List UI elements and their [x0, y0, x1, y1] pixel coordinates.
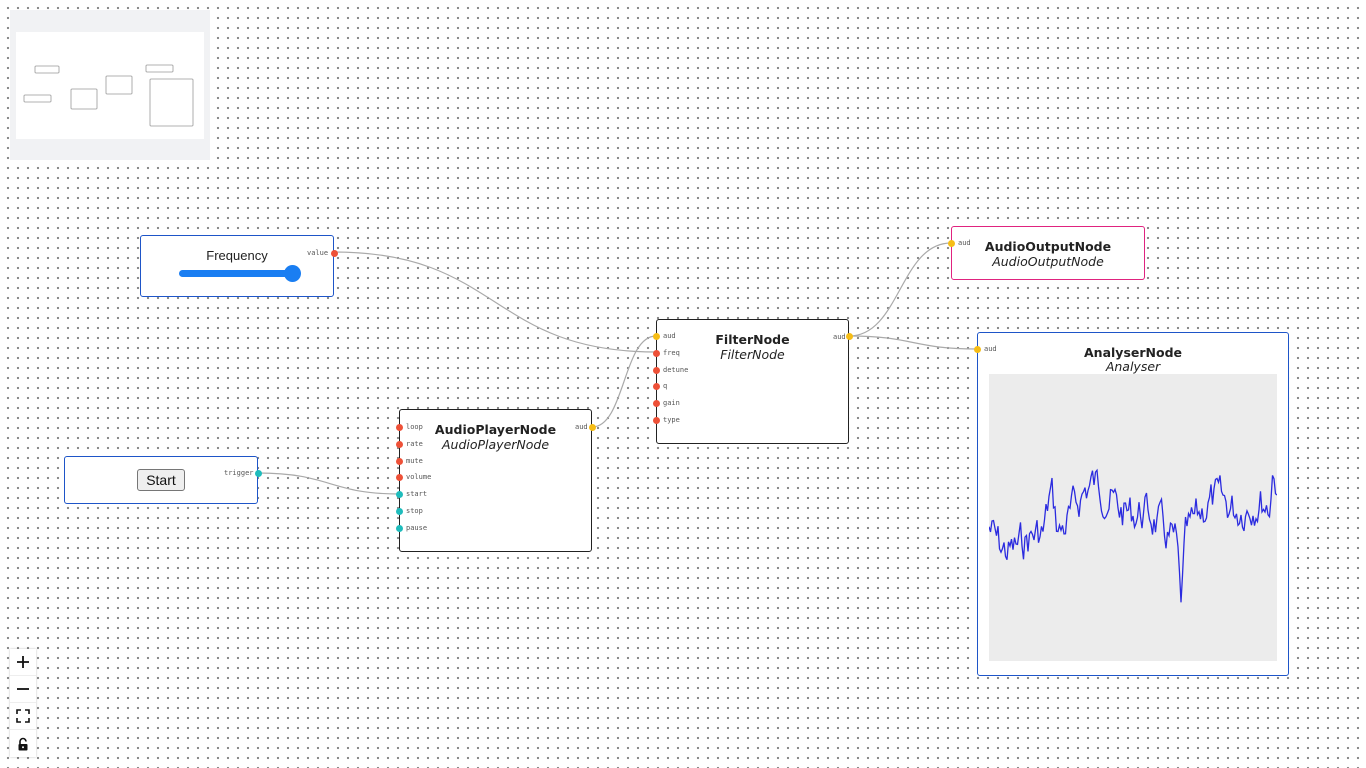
filter-node[interactable]: FilterNode FilterNode aud freq detune q … [653, 319, 853, 444]
player-aud-output-handle[interactable] [589, 424, 596, 431]
start-node[interactable]: Start trigger [64, 456, 262, 504]
audio-output-subtitle: AudioOutputNode [992, 254, 1104, 269]
filter-title: FilterNode [715, 332, 790, 347]
player-rate-label: rate [406, 440, 423, 448]
filter-q-label: q [663, 382, 668, 390]
player-loop-label: loop [406, 423, 423, 431]
player-loop-handle[interactable] [396, 424, 403, 431]
player-volume-handle[interactable] [396, 474, 403, 481]
audio-player-node[interactable]: AudioPlayerNode AudioPlayerNode loop rat… [396, 409, 596, 552]
audio-output-title: AudioOutputNode [984, 239, 1112, 254]
filter-subtitle: FilterNode [720, 347, 785, 362]
player-mute-label: mute [406, 457, 423, 465]
edge-filter-to-output[interactable] [848, 242, 952, 337]
zoom-in-icon [17, 656, 29, 668]
filter-aud-label: aud [663, 332, 676, 340]
view-controls [10, 649, 36, 757]
analyser-input-label: aud [984, 345, 997, 353]
edge-player-to-filter-aud[interactable] [591, 335, 657, 428]
filter-type-handle[interactable] [653, 417, 660, 424]
frequency-output-handle[interactable] [331, 250, 338, 257]
filter-aud-input-handle[interactable] [653, 333, 660, 340]
player-start-handle[interactable] [396, 491, 403, 498]
filter-detune-label: detune [663, 366, 689, 374]
analyser-waveform [988, 468, 1278, 603]
minimap[interactable] [10, 10, 210, 160]
edge-filter-to-analyser[interactable] [848, 335, 978, 350]
zoom-out-button[interactable] [10, 676, 36, 703]
player-pause-handle[interactable] [396, 525, 403, 532]
edge-frequency-to-filter-freq[interactable] [333, 251, 657, 353]
filter-output-label: aud [833, 333, 846, 341]
filter-freq-handle[interactable] [653, 350, 660, 357]
lock-button[interactable] [10, 730, 36, 757]
zoom-out-icon [17, 688, 29, 690]
analyser-scope [988, 374, 1278, 661]
filter-aud-output-handle[interactable] [846, 333, 853, 340]
filter-gain-label: gain [663, 399, 680, 407]
player-stop-label: stop [406, 507, 423, 515]
filter-freq-label: freq [663, 349, 680, 357]
filter-gain-handle[interactable] [653, 400, 660, 407]
player-mute-handle[interactable] [396, 458, 403, 465]
frequency-node[interactable]: Frequency value [140, 235, 338, 297]
minimap-canvas [16, 32, 204, 139]
frequency-slider-track[interactable] [179, 270, 297, 277]
analyser-input-handle[interactable] [974, 346, 981, 353]
audio-output-input-label: aud [958, 239, 971, 247]
analyser-subtitle: Analyser [1105, 359, 1161, 374]
fit-view-icon [16, 709, 30, 723]
audio-player-title: AudioPlayerNode [434, 422, 557, 437]
player-output-label: aud [575, 423, 588, 431]
zoom-in-button[interactable] [10, 649, 36, 676]
player-stop-handle[interactable] [396, 508, 403, 515]
edge-start-to-player-start[interactable] [257, 472, 400, 495]
analyser-node[interactable]: AnalyserNode Analyser aud [974, 332, 1289, 676]
audio-output-node[interactable]: AudioOutputNode AudioOutputNode aud [948, 226, 1145, 280]
start-trigger-handle[interactable] [255, 470, 262, 477]
frequency-label: Frequency [206, 248, 268, 263]
player-start-label: start [406, 490, 428, 498]
start-button[interactable]: Start [137, 469, 185, 491]
fit-view-button[interactable] [10, 703, 36, 730]
player-rate-handle[interactable] [396, 441, 403, 448]
filter-detune-handle[interactable] [653, 367, 660, 374]
audio-output-input-handle[interactable] [948, 240, 955, 247]
analyser-title: AnalyserNode [1084, 345, 1182, 360]
lock-icon [18, 737, 28, 750]
frequency-output-label: value [307, 249, 329, 257]
filter-type-label: type [663, 416, 680, 424]
filter-q-handle[interactable] [653, 383, 660, 390]
audio-player-subtitle: AudioPlayerNode [441, 437, 550, 452]
player-pause-label: pause [406, 524, 428, 532]
player-volume-label: volume [406, 473, 432, 481]
frequency-slider-thumb[interactable] [284, 265, 301, 282]
start-output-label: trigger [224, 469, 254, 477]
